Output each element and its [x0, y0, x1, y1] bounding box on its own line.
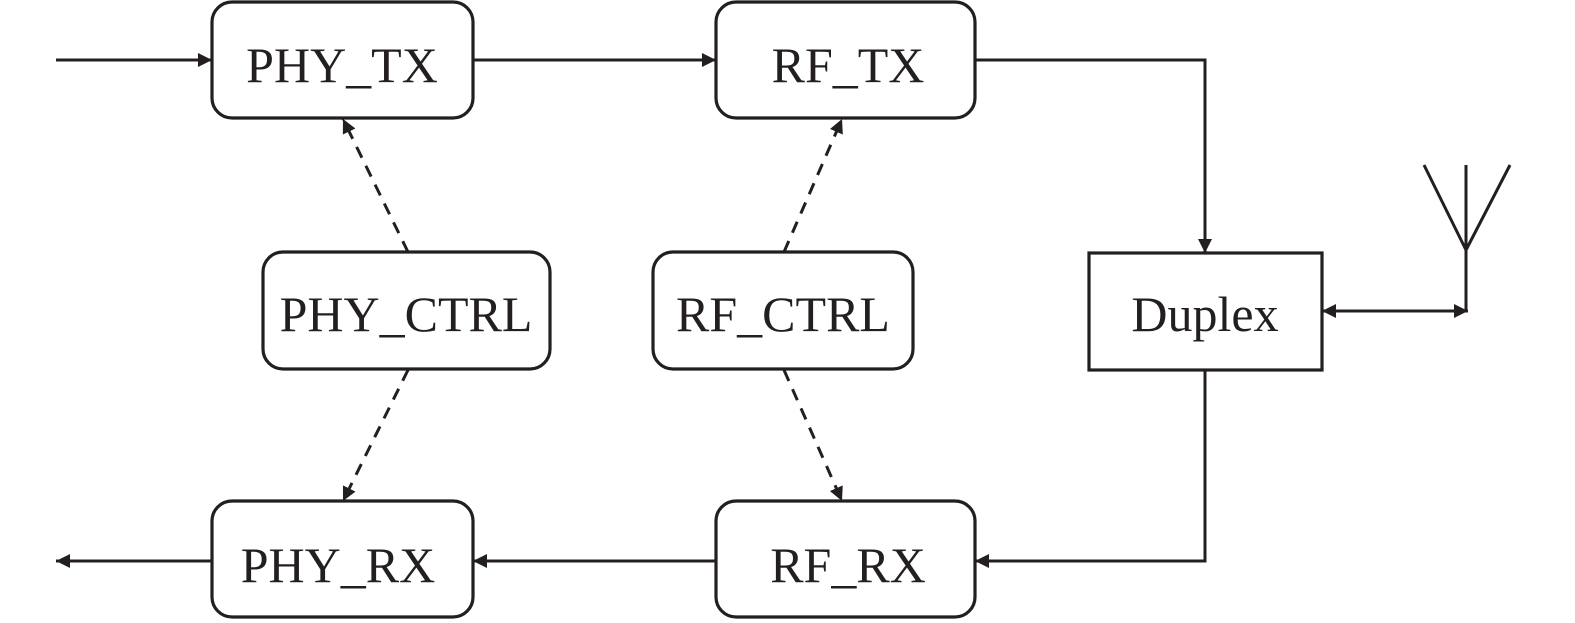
phy-ctrl-to-phy-tx-arrow — [341, 118, 410, 253]
rf-ctrl-block: RF_CTRL — [651, 250, 915, 371]
duplex-block: Duplex — [1087, 251, 1324, 372]
phy-rx-label: PHY_RX — [241, 537, 435, 593]
duplex-to-rf-rx-arrow — [975, 370, 1207, 568]
rf-tx-block: RF_TX — [714, 0, 977, 120]
phy-ctrl-to-phy-rx-arrow — [341, 369, 410, 502]
phy-tx-block: PHY_TX — [210, 0, 475, 120]
rf-tx-to-duplex-arrow — [975, 58, 1212, 253]
phy-rx-block: PHY_RX — [210, 499, 475, 619]
duplex-label: Duplex — [1131, 286, 1278, 342]
rf-ctrl-to-rf-tx-arrow — [782, 118, 844, 253]
phy-ctrl-label: PHY_CTRL — [280, 286, 533, 342]
rf-ctrl-to-rf-rx-arrow — [782, 369, 844, 502]
rf-rx-label: RF_RX — [770, 537, 926, 593]
rf-ctrl-label: RF_CTRL — [676, 286, 890, 342]
rf-rx-block: RF_RX — [714, 499, 977, 619]
rf-tx-label: RF_TX — [772, 37, 925, 93]
phy-ctrl-block: PHY_CTRL — [261, 250, 552, 371]
antenna-icon — [1422, 164, 1512, 311]
phy-tx-label: PHY_TX — [246, 37, 438, 93]
